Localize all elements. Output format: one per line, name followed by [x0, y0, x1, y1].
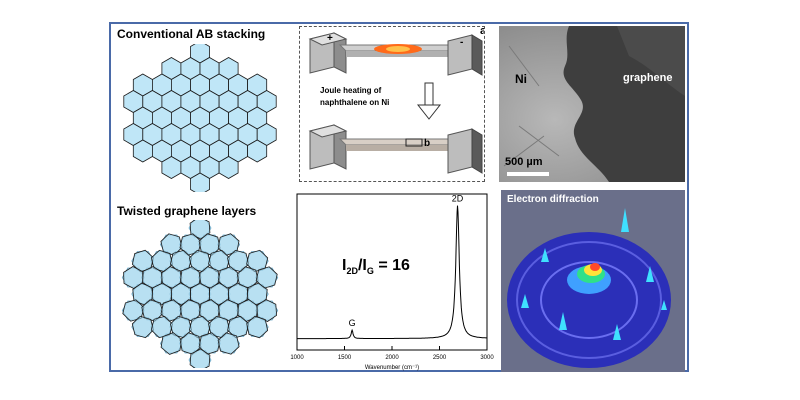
joule-heating-schematic: + - Joule heating of naphthalene on Ni a…: [299, 26, 485, 182]
scale-bar-label: 500 µm: [505, 156, 543, 168]
electron-diffraction: Electron diffraction: [501, 190, 685, 372]
electron-diffraction-title: Electron diffraction: [507, 194, 599, 205]
ab-stacking-lattice: [123, 44, 277, 192]
x-tick-label: 3000: [480, 355, 494, 361]
intensity-ratio-annotation: I2D/IG = 16: [342, 257, 410, 276]
hexagon-cell: [246, 315, 269, 339]
plus-sign: +: [327, 33, 333, 44]
hexagon-cell: [131, 315, 154, 339]
heating-drawing: + - Joule heating of naphthalene on Ni: [308, 32, 483, 174]
heating-caption-line2: naphthalene on Ni: [320, 98, 389, 107]
heating-caption-line1: Joule heating of: [320, 86, 382, 95]
label-a: a: [480, 27, 484, 37]
scale-bar: [507, 172, 549, 176]
heater-device-top: [308, 32, 483, 76]
hexagon-cell: [247, 139, 268, 163]
x-tick-label: 2500: [433, 355, 447, 361]
twisted-layers-lattice: [121, 220, 279, 368]
label-b: b: [424, 138, 431, 149]
hexagon-cell: [189, 220, 211, 240]
down-arrow-icon: [416, 82, 442, 120]
x-tick-label: 1500: [338, 355, 352, 361]
ni-label: Ni: [515, 72, 527, 86]
x-tick-label: 1000: [290, 355, 304, 361]
heater-device-bottom: [308, 124, 483, 174]
raman-chart: 1000 1500 2000 2500 3000 G 2D Wavenumber (cm⁻…: [290, 193, 494, 371]
graphene-label: graphene: [623, 72, 673, 84]
sem-texture: [499, 26, 685, 182]
x-tick-label: 2000: [385, 355, 399, 361]
peak-label-g: G: [349, 318, 356, 328]
diffraction-drawing: [507, 208, 671, 368]
peak-label-2d: 2D: [452, 194, 464, 204]
twisted-layers-title: Twisted graphene layers: [117, 204, 257, 218]
hexagon-cell: [256, 299, 278, 322]
hexagon-cell: [217, 332, 240, 355]
ab-stacking-title: Conventional AB stacking: [117, 27, 266, 41]
hexagon-cell: [189, 348, 211, 368]
hexagon-cell: [190, 172, 210, 192]
spectrum-line: [297, 205, 487, 340]
minus-sign: -: [460, 37, 463, 48]
figure-frame: Conventional AB stacking Twisted graphen…: [109, 22, 689, 372]
x-axis-label: Wavenumber (cm⁻¹): [365, 365, 419, 371]
hexagon-cell: [218, 156, 239, 179]
sem-micrograph: Ni graphene 500 µm: [499, 26, 685, 182]
raman-spectrum: 1000 1500 2000 2500 3000 G 2D Wavenumber (cm⁻…: [287, 190, 497, 372]
